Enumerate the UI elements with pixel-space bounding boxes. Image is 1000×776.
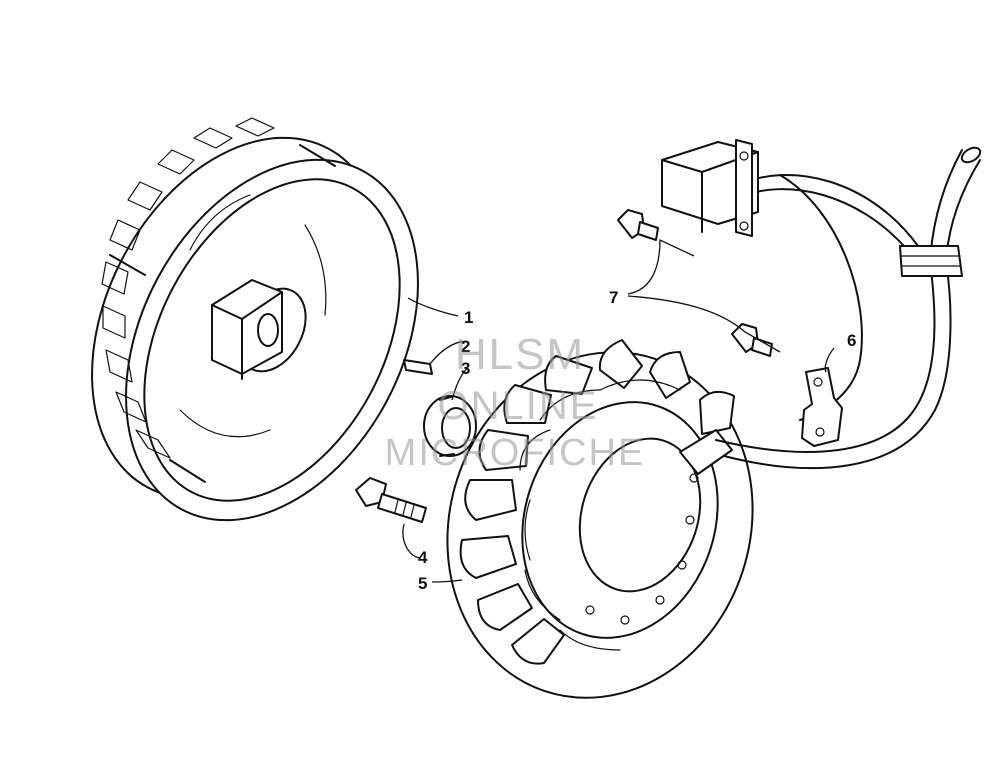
callout-1: 1: [464, 308, 473, 327]
callout-6: 6: [847, 331, 856, 350]
woodruff-key: [403, 359, 433, 375]
stator: [446, 339, 754, 699]
flywheel: [91, 117, 419, 522]
leader-lines: [402, 238, 835, 583]
callout-3: 3: [461, 359, 470, 378]
screw-lower: [731, 323, 773, 357]
washer: [423, 395, 477, 457]
screw-upper: [617, 209, 659, 241]
callout-7: 7: [609, 288, 618, 307]
bracket: [801, 367, 843, 447]
callout-2: 2: [461, 337, 470, 356]
connector: [661, 139, 759, 237]
callout-5: 5: [418, 574, 427, 593]
callout-4: 4: [418, 548, 428, 567]
bolt: [355, 477, 427, 523]
